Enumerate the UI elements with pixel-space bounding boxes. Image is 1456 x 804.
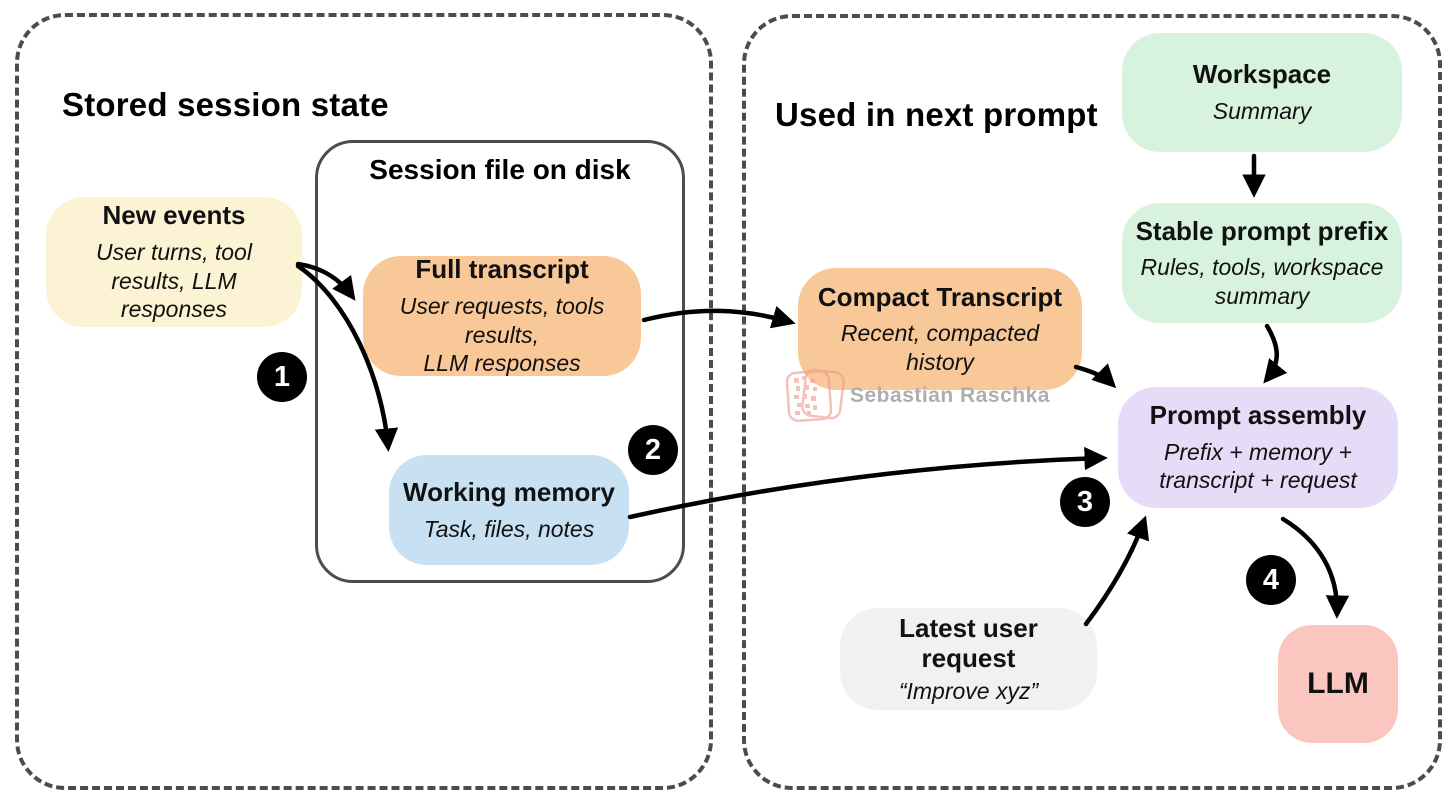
- prompt-assembly-subtitle: Prefix + memory + transcript + request: [1159, 438, 1357, 494]
- step-1-badge: 1: [257, 352, 307, 402]
- full-transcript-subtitle: User requests, tools results, LLM respon…: [399, 293, 605, 377]
- used-in-next-prompt-container: [742, 14, 1442, 790]
- latest-user-request-node: Latest user request “Improve xyz”: [840, 608, 1097, 710]
- workspace-subtitle: Summary: [1212, 98, 1312, 125]
- latest-user-request-title: Latest user request: [899, 612, 1038, 674]
- step-3-badge: 3: [1060, 477, 1110, 527]
- step-2-badge: 2: [628, 425, 678, 475]
- workspace-node: Workspace Summary: [1122, 33, 1402, 152]
- latest-user-request-subtitle: “Improve xyz”: [898, 677, 1039, 704]
- watermark: Sebastian Raschka: [782, 366, 1050, 426]
- used-in-next-prompt-title: Used in next prompt: [775, 96, 1098, 133]
- working-memory-subtitle: Task, files, notes: [423, 515, 595, 542]
- workspace-title: Workspace: [1192, 59, 1332, 90]
- watermark-stamp-icon: [785, 368, 845, 423]
- working-memory-title: Working memory: [403, 476, 615, 507]
- stable-prompt-prefix-subtitle: Rules, tools, workspace summary: [1140, 254, 1384, 309]
- new-events-subtitle: User turns, tool results, LLM responses: [96, 239, 252, 323]
- compact-transcript-node: Compact Transcript Recent, compacted his…: [798, 268, 1082, 390]
- new-events-node: New events User turns, tool results, LLM…: [46, 197, 302, 327]
- prompt-assembly-node: Prompt assembly Prefix + memory + transc…: [1118, 387, 1398, 508]
- working-memory-node: Working memory Task, files, notes: [389, 455, 629, 565]
- stable-prompt-prefix-title: Stable prompt prefix: [1135, 215, 1389, 246]
- watermark-text: Sebastian Raschka: [850, 384, 1050, 407]
- prompt-assembly-title: Prompt assembly: [1149, 400, 1367, 431]
- compact-transcript-title: Compact Transcript: [817, 281, 1063, 312]
- compact-transcript-subtitle: Recent, compacted history: [840, 320, 1040, 375]
- full-transcript-title: Full transcript: [415, 254, 589, 285]
- llm-node: LLM: [1278, 625, 1398, 743]
- new-events-title: New events: [102, 200, 246, 231]
- step-4-badge: 4: [1246, 555, 1296, 605]
- llm-title: LLM: [1307, 667, 1369, 701]
- full-transcript-node: Full transcript User requests, tools res…: [363, 254, 641, 377]
- stable-prompt-prefix-node: Stable prompt prefix Rules, tools, works…: [1122, 203, 1402, 323]
- stored-session-state-title: Stored session state: [62, 86, 389, 123]
- session-file-on-disk-title: Session file on disk: [369, 154, 631, 185]
- stored-session-state-container: [15, 13, 713, 790]
